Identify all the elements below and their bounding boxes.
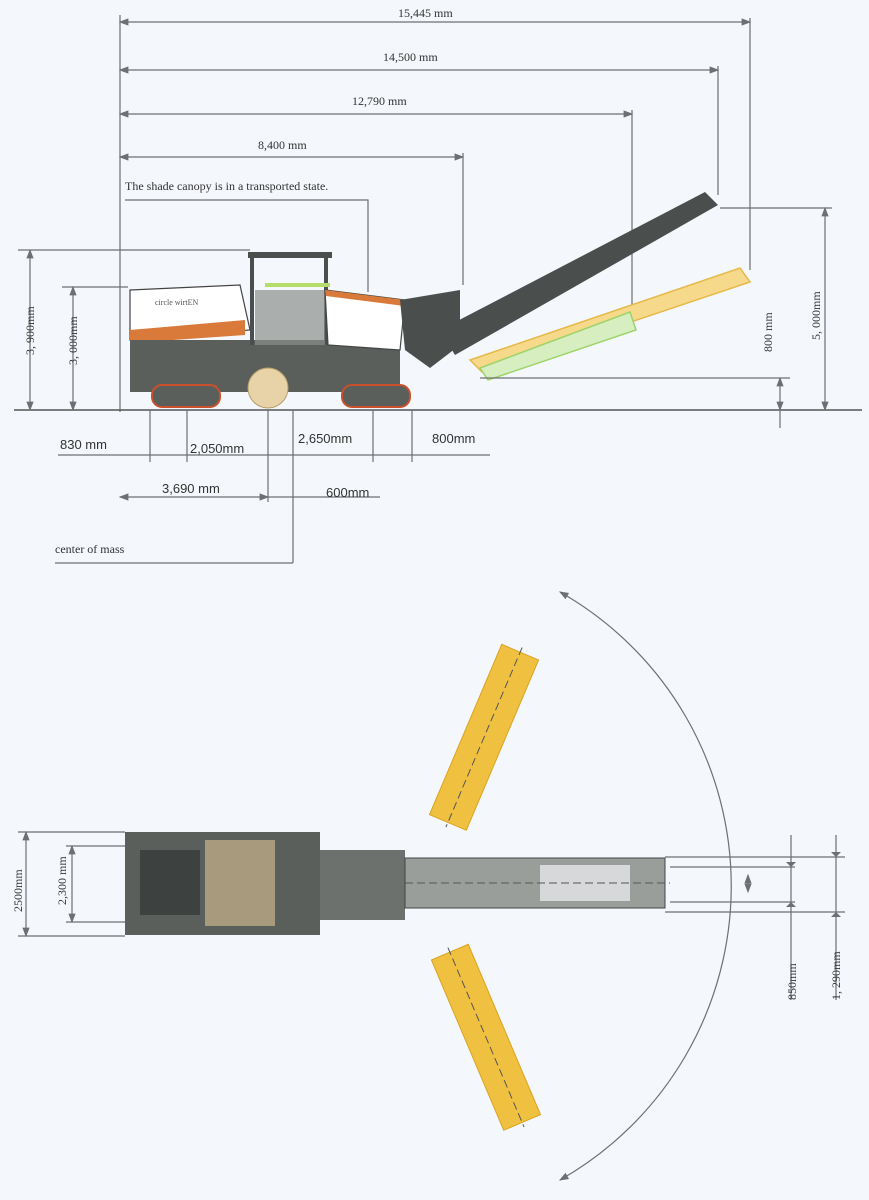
canopy-note: The shade canopy is in a transported sta… [125,179,328,193]
discharge-conveyor [440,192,718,355]
rear-track-label: 800mm [432,431,475,446]
height-dimensions-left: 3, 900mm 3, 000mm [18,248,250,412]
height-3900-label: 3, 900mm [23,306,37,355]
conveyor-outer-label: 1, 290mm [829,951,843,1000]
rear-track [341,384,411,408]
milling-machine-side: circle wirtEN [129,192,718,409]
height-3000-label: 3, 000mm [66,316,80,365]
height-800-label: 800 mm [761,312,775,352]
height-5000-label: 5, 000mm [809,291,823,340]
side-view: 15,445 mm 14,500 mm 12,790 mm 8,400 mm T… [14,6,862,564]
width-dimensions-left: 2500mm 2,300 mm [11,830,125,938]
height-dimensions-right: 800 mm 5, 000mm [480,206,832,428]
front-track [151,384,221,408]
rear-hopper [324,289,406,351]
drum-to-rear-track-label: 2,650mm [298,431,352,446]
overall-width-label: 2500mm [11,869,25,912]
canopy-top [205,840,275,926]
swing-arc [558,591,732,1181]
orange-stripe-front [130,320,245,343]
shade-canopy [248,252,332,258]
drum-to-cog-label: 600mm [326,485,369,500]
conveyor-swing-left [428,643,540,831]
logo-text: circle wirtEN [155,298,199,307]
conveyor-green-position [478,311,637,381]
track-width-label: 2,300 mm [55,856,69,905]
operator-cab [255,290,325,345]
length-14500-label: 14,500 mm [383,50,438,64]
front-overhang-label: 830 mm [60,437,107,452]
front-hopper-top [140,850,200,915]
track-to-drum-label: 2,050mm [190,441,244,456]
wheelbase-dimensions: 830 mm 2,050mm 2,650mm 800mm 3,690 mm 60… [55,410,490,564]
conveyor-swing-right [430,943,542,1131]
length-8400-label: 8,400 mm [258,138,307,152]
rear-section-top [320,850,405,920]
milling-machine-top [125,832,670,935]
canopy-note-leader [125,199,369,292]
conveyor-base [400,290,460,368]
conveyor-alt-positions [468,267,752,381]
length-12790-label: 12,790 mm [352,94,407,108]
top-view: 2500mm 2,300 mm 850mm 1, 290mm [11,591,845,1181]
front-to-drum-label: 3,690 mm [162,481,220,496]
length-dimensions: 15,445 mm 14,500 mm 12,790 mm 8,400 mm [118,6,752,412]
milling-drum [247,367,289,409]
length-15445-label: 15,445 mm [398,6,453,20]
conveyor-width-label: 850mm [785,963,799,1000]
width-dimensions-right: 850mm 1, 290mm [665,835,845,1000]
center-of-mass-label: center of mass [55,542,125,556]
